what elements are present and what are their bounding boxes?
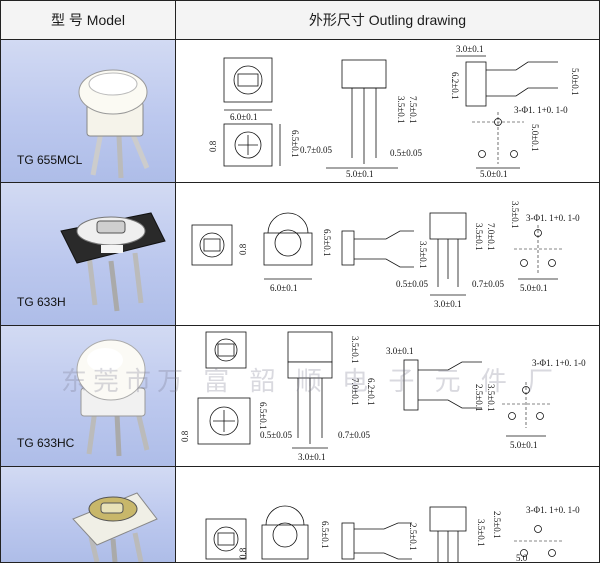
dim-text: 0.7±0.05 xyxy=(472,279,504,289)
dim-text: 3.5±0.1 xyxy=(510,201,520,228)
dim-text: 3-Φ1. 1+0. 1-0 xyxy=(514,105,568,115)
model-photo-cell: TG 633H xyxy=(1,183,176,325)
model-photo-cell: TG 655MCL xyxy=(1,40,176,182)
dim-text: 3.5±0.1 xyxy=(396,96,406,123)
component-photo xyxy=(72,492,158,562)
table-row: TG 633H 0.8 6.0±0.1 6.5±0.1 xyxy=(1,183,599,326)
dim-text: 0.7±0.05 xyxy=(338,430,370,440)
dim-text: 5.0±0.1 xyxy=(480,169,507,179)
dim-text: 6.0±0.1 xyxy=(230,112,257,122)
dim-text: 3.5±0.1 xyxy=(474,223,484,250)
dim-text: 3.5±0.1 xyxy=(350,336,360,363)
dim-text: 6.5±0.1 xyxy=(258,402,268,429)
dim-text: 2.5±0.1 xyxy=(408,523,418,550)
dim-text: 5.0 xyxy=(516,553,528,562)
drawing-cell: 0.8 6.0±0.1 6.5±0.1 3.5±0.1 3.5±0.1 xyxy=(176,183,599,325)
dim-text: 0.8 xyxy=(238,243,248,255)
dim-text: 6.5±0.1 xyxy=(320,521,330,548)
dim-text: 0.8 xyxy=(238,547,248,559)
table-header: 型 号 Model 外形尺寸 Outling drawing xyxy=(1,1,599,40)
dim-text: 5.0±0.1 xyxy=(530,124,540,151)
model-name: TG 655MCL xyxy=(17,153,83,167)
dim-text: 0.5±0.05 xyxy=(396,279,428,289)
dim-text: 5.0±0.1 xyxy=(520,283,547,293)
drawing-cell: 6.0±0.1 6.5±0.1 0.8 3.5±0.1 7.5±0.1 0.7±… xyxy=(176,40,599,182)
dim-text: 3.0±0.1 xyxy=(386,346,413,356)
dim-text: 3.0±0.1 xyxy=(456,44,483,54)
header-model: 型 号 Model xyxy=(1,1,176,39)
outline-drawing: 6.5±0.1 0.8 2.5±0.1 3.5±0.1 2.5±0.1 3-Φ1… xyxy=(205,505,580,562)
dim-text: 5.0±0.1 xyxy=(510,440,537,450)
dim-text: 3.5±0.1 xyxy=(486,384,496,411)
dim-text: 6.2±0.1 xyxy=(366,378,376,405)
model-photo-cell xyxy=(1,467,176,562)
dim-text: 3.5±0.1 xyxy=(476,519,486,546)
dim-text: 3.0±0.1 xyxy=(434,299,461,309)
dim-text: 3-Φ1. 1+0. 1-0 xyxy=(526,505,580,515)
dim-text: 3.0±0.1 xyxy=(298,452,325,462)
drawing-cell: 0.8 6.5±0.1 3.5±0.1 7.0±0.1 6.2±0.1 3.0±… xyxy=(176,326,599,466)
component-photo xyxy=(60,212,166,312)
drawing-cell: 6.5±0.1 0.8 2.5±0.1 3.5±0.1 2.5±0.1 3-Φ1… xyxy=(176,467,599,562)
dim-text: 5.0±0.1 xyxy=(570,68,580,95)
table-row: TG 655MCL 6.0±0.1 6.5±0.1 0.8 xyxy=(1,40,599,183)
component-photo xyxy=(78,69,150,179)
dim-text: 0.8 xyxy=(208,140,218,152)
dim-text: 6.5±0.1 xyxy=(322,229,332,256)
dim-text: 3-Φ1. 1+0. 1-0 xyxy=(532,358,586,368)
dim-text: 0.8 xyxy=(180,430,190,442)
dim-text: 0.7±0.05 xyxy=(300,145,332,155)
model-photo-cell: TG 633HC xyxy=(1,326,176,466)
dim-text: 3.5±0.1 xyxy=(418,241,428,268)
dim-text: 2.5±0.1 xyxy=(474,384,484,411)
outline-drawing: 0.8 6.5±0.1 3.5±0.1 7.0±0.1 6.2±0.1 3.0±… xyxy=(180,331,586,462)
dim-text: 6.2±0.1 xyxy=(450,72,460,99)
dim-text: 7.0±0.1 xyxy=(486,223,496,250)
dim-text: 7.5±0.1 xyxy=(408,96,418,123)
dim-text: 3-Φ1. 1+0. 1-0 xyxy=(526,213,580,223)
dim-text: 0.5±0.05 xyxy=(260,430,292,440)
outline-drawing: 6.0±0.1 6.5±0.1 0.8 3.5±0.1 7.5±0.1 0.7±… xyxy=(208,44,580,179)
header-drawing: 外形尺寸 Outling drawing xyxy=(308,12,467,28)
table-row: 6.5±0.1 0.8 2.5±0.1 3.5±0.1 2.5±0.1 3-Φ1… xyxy=(1,467,599,562)
dim-text: 6.5±0.1 xyxy=(290,130,300,157)
dim-text: 5.0±0.1 xyxy=(346,169,373,179)
component-photo xyxy=(76,339,150,457)
dim-text: 0.5±0.05 xyxy=(390,148,422,158)
model-name: TG 633H xyxy=(17,295,66,309)
dim-text: 6.0±0.1 xyxy=(270,283,297,293)
table-row: TG 633HC 0.8 6.5±0.1 3.5 xyxy=(1,326,599,467)
outline-drawing: 0.8 6.0±0.1 6.5±0.1 3.5±0.1 3.5±0.1 xyxy=(191,201,580,309)
dim-text: 7.0±0.1 xyxy=(350,378,360,405)
dim-text: 2.5±0.1 xyxy=(492,511,502,538)
model-name: TG 633HC xyxy=(17,436,75,450)
